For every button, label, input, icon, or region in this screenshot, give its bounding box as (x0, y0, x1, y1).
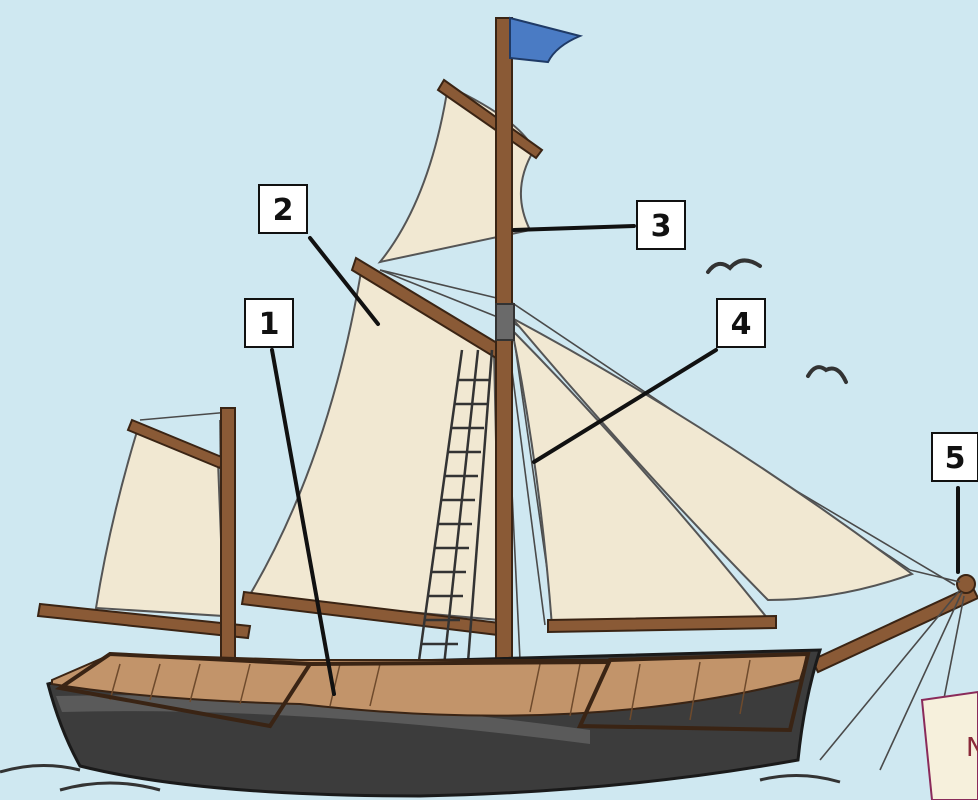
label-3: 3 (637, 201, 685, 249)
label-5-text: 5 (945, 441, 966, 476)
label-4-text: 4 (731, 307, 752, 342)
label-3-text: 3 (651, 209, 672, 244)
note-text: N (966, 733, 978, 763)
label-2-text: 2 (273, 193, 294, 228)
label-4: 4 (717, 299, 765, 347)
label-1: 1 (245, 299, 293, 347)
label-2: 2 (259, 185, 307, 233)
mizzen-mast (221, 408, 235, 700)
waist-railing (310, 662, 610, 664)
mast-band (496, 304, 514, 340)
label-5: 5 (932, 433, 978, 481)
staysail-boom (548, 616, 776, 632)
main-mast (496, 18, 512, 724)
note-card: N (922, 692, 978, 800)
label-1-text: 1 (259, 307, 280, 342)
